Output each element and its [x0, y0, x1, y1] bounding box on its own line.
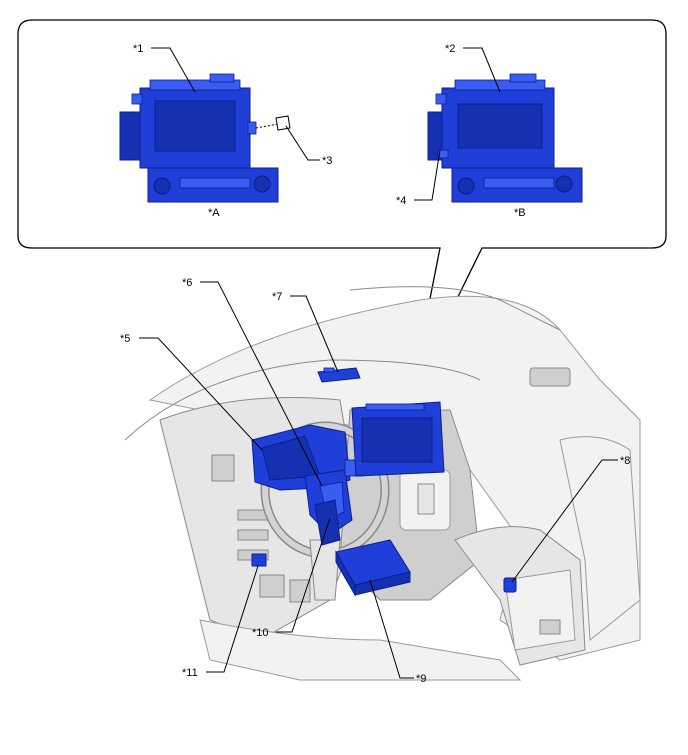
variant-label-a: *A: [208, 207, 220, 219]
rear-usb-port: [503, 577, 517, 593]
callout-label-2: *2: [445, 43, 455, 55]
multimedia-unit-b: [427, 73, 583, 203]
vehicle-interior: [124, 286, 641, 681]
callout-label-3: *3: [322, 155, 332, 167]
overhead-module: [317, 367, 361, 383]
callout-label-5: *5: [120, 333, 130, 345]
callout-label-10: *10: [252, 627, 269, 639]
leader-lines: [139, 47, 618, 679]
callout-label-8: *8: [620, 455, 630, 467]
variant-label-b: *B: [514, 207, 526, 219]
multimedia-unit-a: [119, 73, 291, 203]
callout-label-9: *9: [416, 673, 426, 685]
callout-label-1: *1: [133, 43, 143, 55]
switch-under-dash: [251, 553, 267, 567]
callout-label-7: *7: [272, 291, 282, 303]
callout-label-4: *4: [396, 195, 406, 207]
callout-label-6: *6: [182, 277, 192, 289]
column-switch: [314, 499, 341, 546]
multimedia-display: [351, 401, 445, 477]
floor-ecu-box: [335, 539, 411, 597]
callout-label-11: *11: [182, 667, 198, 679]
